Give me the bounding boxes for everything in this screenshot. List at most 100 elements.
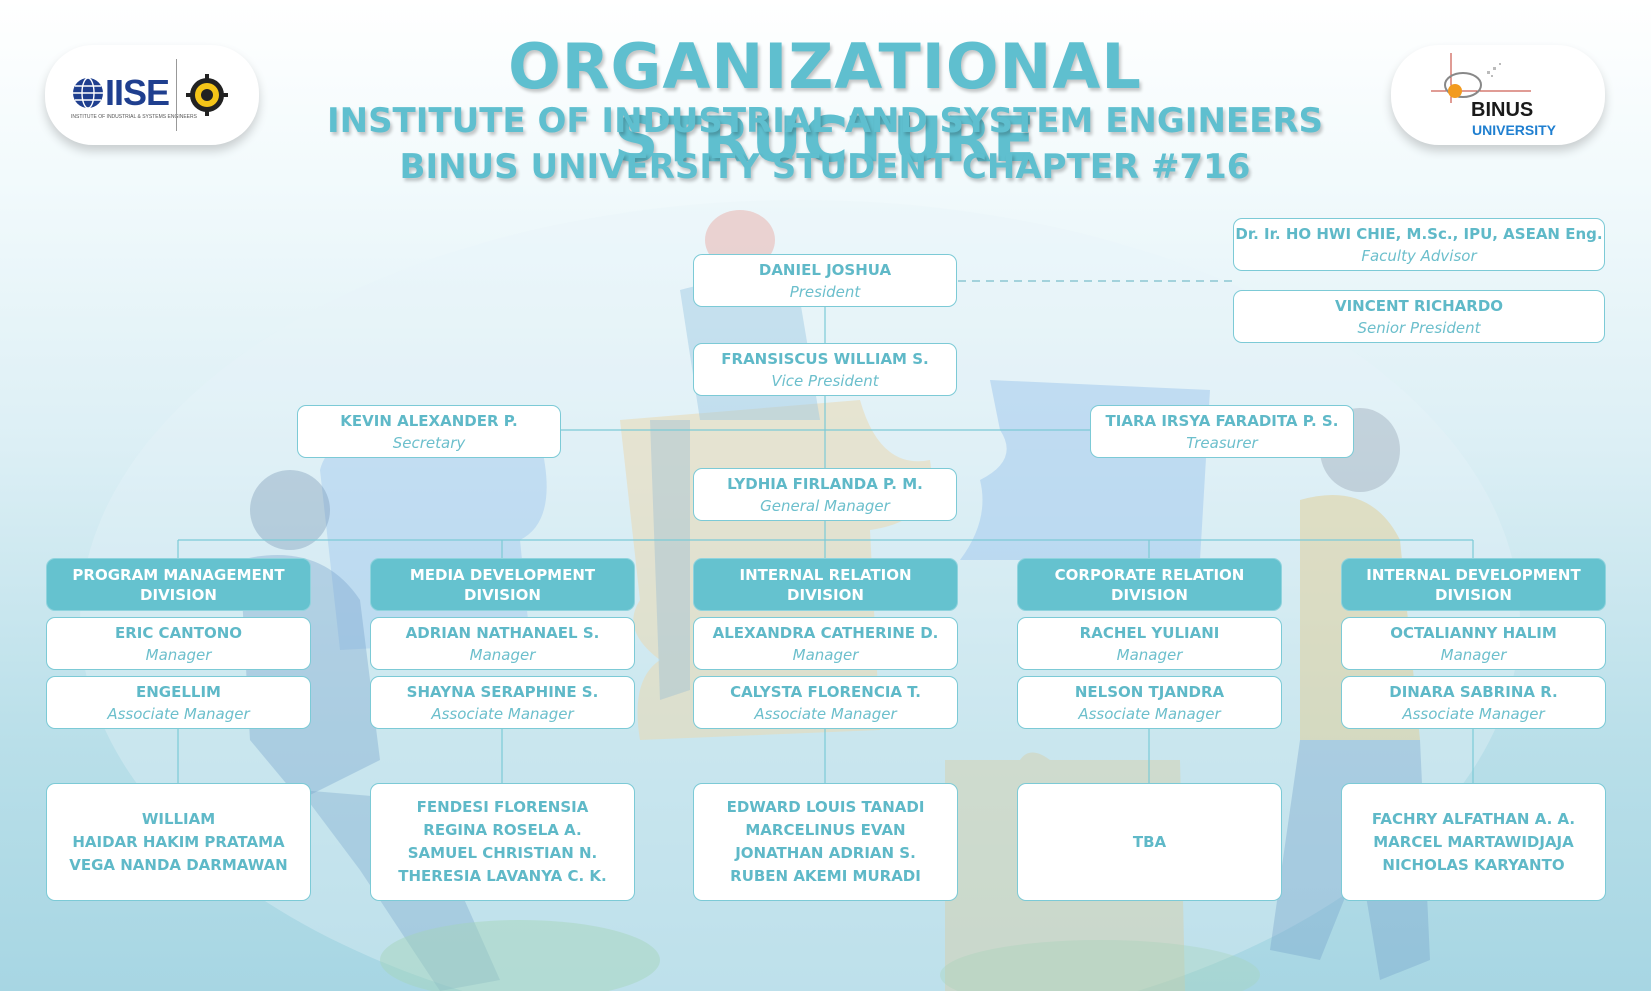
binus-logo-badge: BINUS UNIVERSITY xyxy=(1391,45,1605,145)
division-members-box: FENDESI FLORENSIA REGINA ROSELA A. SAMUE… xyxy=(370,783,635,901)
division-header-corporate-relation: CORPORATE RELATION DIVISION xyxy=(1017,558,1282,611)
node-division-associate: CALYSTA FLORENCIA T. Associate Manager xyxy=(693,676,958,729)
node-name: OCTALIANNY HALIM xyxy=(1390,623,1557,642)
node-role: Associate Manager xyxy=(754,704,897,723)
node-senior-president: VINCENT RICHARDO Senior President xyxy=(1233,290,1605,343)
node-role: Faculty Advisor xyxy=(1361,246,1477,265)
division-name: PROGRAM MANAGEMENT xyxy=(72,565,285,584)
member-name: WILLIAM xyxy=(141,809,216,828)
node-name: CALYSTA FLORENCIA T. xyxy=(730,682,921,701)
binus-logo-word: BINUS xyxy=(1471,99,1534,121)
node-name: NELSON TJANDRA xyxy=(1074,682,1225,701)
division-label: DIVISION xyxy=(1111,585,1188,604)
member-name: MARCELINUS EVAN xyxy=(745,821,906,839)
division-members-box: WILLIAM HAIDAR HAKIM PRATAMA VEGA NANDA … xyxy=(46,783,311,901)
node-role: Associate Manager xyxy=(1078,704,1221,723)
node-secretary: KEVIN ALEXANDER P. Secretary xyxy=(297,405,561,458)
member-name: FACHRY ALFATHAN A. A. xyxy=(1371,809,1576,828)
member-name: THERESIA LAVANYA C. K. xyxy=(398,867,607,885)
node-faculty-advisor: Dr. Ir. HO HWI CHIE, M.Sc., IPU, ASEAN E… xyxy=(1233,218,1605,271)
node-name: ERIC CANTONO xyxy=(114,623,243,642)
node-role: Manager xyxy=(469,645,536,664)
node-division-manager: OCTALIANNY HALIM Manager xyxy=(1341,617,1606,670)
iise-logo-text: IISE xyxy=(105,72,170,113)
iise-logo-badge: IISE INSTITUTE OF INDUSTRIAL & SYSTEMS E… xyxy=(45,45,259,145)
node-treasurer: TIARA IRSYA FARADITA P. S. Treasurer xyxy=(1090,405,1354,458)
node-president: DANIEL JOSHUA President xyxy=(693,254,957,307)
member-name: REGINA ROSELA A. xyxy=(423,821,582,839)
node-role: Senior President xyxy=(1357,318,1481,337)
node-general-manager: LYDHIA FIRLANDA P. M. General Manager xyxy=(693,468,957,521)
node-role: Associate Manager xyxy=(107,704,250,723)
node-division-manager: ERIC CANTONO Manager xyxy=(46,617,311,670)
division-name: INTERNAL DEVELOPMENT xyxy=(1366,565,1581,584)
division-header-internal-development: INTERNAL DEVELOPMENT DIVISION xyxy=(1341,558,1606,611)
node-name: RACHEL YULIANI xyxy=(1079,623,1220,642)
node-division-associate: ENGELLIM Associate Manager xyxy=(46,676,311,729)
logo-divider xyxy=(176,59,177,131)
node-role: Secretary xyxy=(392,433,466,452)
member-name: VEGA NANDA DARMAWAN xyxy=(69,855,288,874)
member-name: TBA xyxy=(1132,832,1167,851)
node-division-associate: DINARA SABRINA R. Associate Manager xyxy=(1341,676,1606,729)
node-name: ALEXANDRA CATHERINE D. xyxy=(712,623,939,642)
page-subtitle-institute: INSTITUTE OF INDUSTRIAL AND SYSTEM ENGIN… xyxy=(326,101,1324,141)
node-name: ENGELLIM xyxy=(136,682,221,701)
node-division-associate: NELSON TJANDRA Associate Manager xyxy=(1017,676,1282,729)
division-name: INTERNAL RELATION xyxy=(739,565,912,584)
node-role: Treasurer xyxy=(1186,433,1258,452)
node-name: DANIEL JOSHUA xyxy=(758,260,892,279)
binus-emblem-icon xyxy=(1431,53,1531,103)
member-name: FENDESI FLORENSIA xyxy=(416,798,589,816)
division-members-box: TBA xyxy=(1017,783,1282,901)
division-label: DIVISION xyxy=(140,585,217,604)
node-name: Dr. Ir. HO HWI CHIE, M.Sc., IPU, ASEAN E… xyxy=(1235,224,1603,243)
division-name: MEDIA DEVELOPMENT xyxy=(409,565,596,584)
division-members-box: FACHRY ALFATHAN A. A. MARCEL MARTAWIDJAJ… xyxy=(1341,783,1606,901)
node-name: SHAYNA SERAPHINE S. xyxy=(406,682,599,701)
node-role: Associate Manager xyxy=(1402,704,1545,723)
member-name: RUBEN AKEMI MURADI xyxy=(730,867,921,885)
division-header-program-management: PROGRAM MANAGEMENT DIVISION xyxy=(46,558,311,611)
binus-logo-university: UNIVERSITY xyxy=(1472,122,1557,138)
node-role: Manager xyxy=(792,645,859,664)
node-name: VINCENT RICHARDO xyxy=(1334,296,1504,315)
node-role: Manager xyxy=(145,645,212,664)
node-role: Associate Manager xyxy=(431,704,574,723)
division-label: DIVISION xyxy=(464,585,541,604)
member-name: SAMUEL CHRISTIAN N. xyxy=(407,844,598,862)
node-name: ADRIAN NATHANAEL S. xyxy=(405,623,600,642)
member-name: MARCEL MARTAWIDJAJA xyxy=(1373,832,1574,851)
member-name: HAIDAR HAKIM PRATAMA xyxy=(72,832,285,851)
page-subtitle-chapter: BINUS UNIVERSITY STUDENT CHAPTER #716 xyxy=(399,147,1251,187)
node-role: General Manager xyxy=(760,496,890,515)
member-name: JONATHAN ADRIAN S. xyxy=(735,844,916,862)
node-division-manager: ALEXANDRA CATHERINE D. Manager xyxy=(693,617,958,670)
iise-globe-icon xyxy=(73,77,103,109)
node-role: Manager xyxy=(1116,645,1183,664)
node-vice-president: FRANSISCUS WILLIAM S. Vice President xyxy=(693,343,957,396)
division-members-box: EDWARD LOUIS TANADI MARCELINUS EVAN JONA… xyxy=(693,783,958,901)
division-header-media-development: MEDIA DEVELOPMENT DIVISION xyxy=(370,558,635,611)
node-name: LYDHIA FIRLANDA P. M. xyxy=(727,474,923,493)
node-division-associate: SHAYNA SERAPHINE S. Associate Manager xyxy=(370,676,635,729)
division-name: CORPORATE RELATION xyxy=(1054,565,1245,584)
node-role: Vice President xyxy=(771,371,879,390)
division-label: DIVISION xyxy=(787,585,864,604)
division-header-internal-relation: INTERNAL RELATION DIVISION xyxy=(693,558,958,611)
node-division-manager: ADRIAN NATHANAEL S. Manager xyxy=(370,617,635,670)
node-role: President xyxy=(789,282,861,301)
node-name: DINARA SABRINA R. xyxy=(1389,682,1558,701)
member-name: NICHOLAS KARYANTO xyxy=(1382,855,1565,874)
node-division-manager: RACHEL YULIANI Manager xyxy=(1017,617,1282,670)
node-name: FRANSISCUS WILLIAM S. xyxy=(721,349,929,368)
node-name: TIARA IRSYA FARADITA P. S. xyxy=(1105,411,1339,430)
member-name: EDWARD LOUIS TANADI xyxy=(726,798,925,816)
iise-logo-tagline: INSTITUTE OF INDUSTRIAL & SYSTEMS ENGINE… xyxy=(71,114,197,120)
node-role: Manager xyxy=(1440,645,1507,664)
node-name: KEVIN ALEXANDER P. xyxy=(340,411,518,430)
page-title: ORGANIZATIONAL STRUCTURE xyxy=(508,30,1142,176)
division-label: DIVISION xyxy=(1435,585,1512,604)
gear-emblem-icon xyxy=(186,74,228,116)
